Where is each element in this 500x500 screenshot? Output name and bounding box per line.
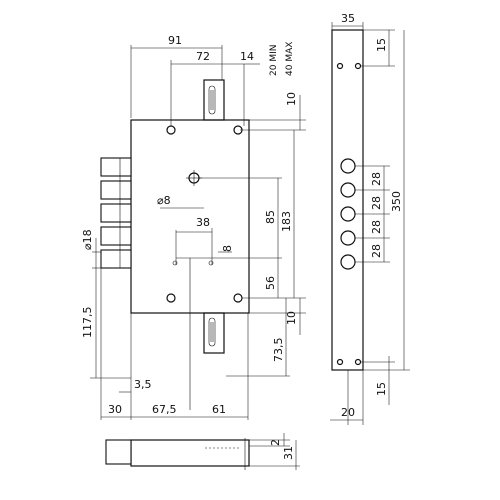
top-latch-plate	[203, 79, 225, 121]
dim-10-top: 10	[285, 92, 298, 106]
lock-bolts	[100, 157, 132, 269]
dim-dia-18: ⌀18	[81, 229, 94, 250]
dim-28-b: 28	[370, 196, 383, 210]
lever-hole	[172, 260, 178, 266]
dim-350: 350	[390, 191, 403, 212]
dim-3-5: 3,5	[134, 378, 152, 391]
screw-hole	[166, 293, 176, 303]
faceplate	[331, 29, 364, 371]
bolt-hole	[340, 158, 356, 174]
dim-20-min: 20 MIN	[269, 45, 279, 76]
faceplate-view	[331, 29, 364, 371]
dim-14: 14	[240, 50, 254, 63]
dim-61: 61	[212, 403, 226, 416]
dim-183: 183	[280, 211, 293, 232]
dim-15-top: 15	[375, 38, 388, 52]
dim-56: 56	[264, 276, 277, 290]
dim-72: 72	[196, 50, 210, 63]
dim-dia-8: ⌀8	[157, 194, 171, 207]
lock-front-view	[100, 79, 250, 410]
dim-20: 20	[341, 406, 355, 419]
lock-bottom-view: 2 31	[105, 433, 300, 470]
bolt-hole	[340, 206, 356, 222]
bottom-latch-slot	[208, 317, 216, 347]
bolt-hole	[340, 230, 356, 246]
dim-117-5: 117,5	[81, 307, 94, 339]
faceplate-dimensions: 35 15 350 28 28 28 28 15 20	[330, 12, 410, 425]
dim-91: 91	[168, 34, 182, 47]
dim-85: 85	[264, 210, 277, 224]
dim-10-bottom: 10	[285, 311, 298, 325]
bolt-hole	[340, 254, 356, 270]
bolt-hole	[340, 182, 356, 198]
screw-hole	[166, 125, 176, 135]
screw-hole	[233, 293, 243, 303]
dim-30: 30	[108, 403, 122, 416]
dim-2: 2	[269, 439, 282, 446]
dim-67-5: 67,5	[152, 403, 177, 416]
dim-28-d: 28	[370, 244, 383, 258]
dim-73-5: 73,5	[272, 338, 285, 363]
dim-31: 31	[282, 446, 295, 460]
lever-hole	[208, 260, 214, 266]
dim-35: 35	[341, 12, 355, 25]
dim-8: 8	[221, 245, 234, 252]
front-view-dimensions: 91 72 14 20 MIN 40 MAX 10 183 85 56 10	[81, 34, 306, 420]
dim-15-bottom: 15	[375, 382, 388, 396]
dim-38: 38	[196, 216, 210, 229]
dim-40-max: 40 MAX	[285, 42, 295, 76]
top-latch-slot	[208, 85, 216, 115]
dim-28-a: 28	[370, 172, 383, 186]
dim-28-c: 28	[370, 220, 383, 234]
bottom-latch-plate	[203, 312, 225, 354]
